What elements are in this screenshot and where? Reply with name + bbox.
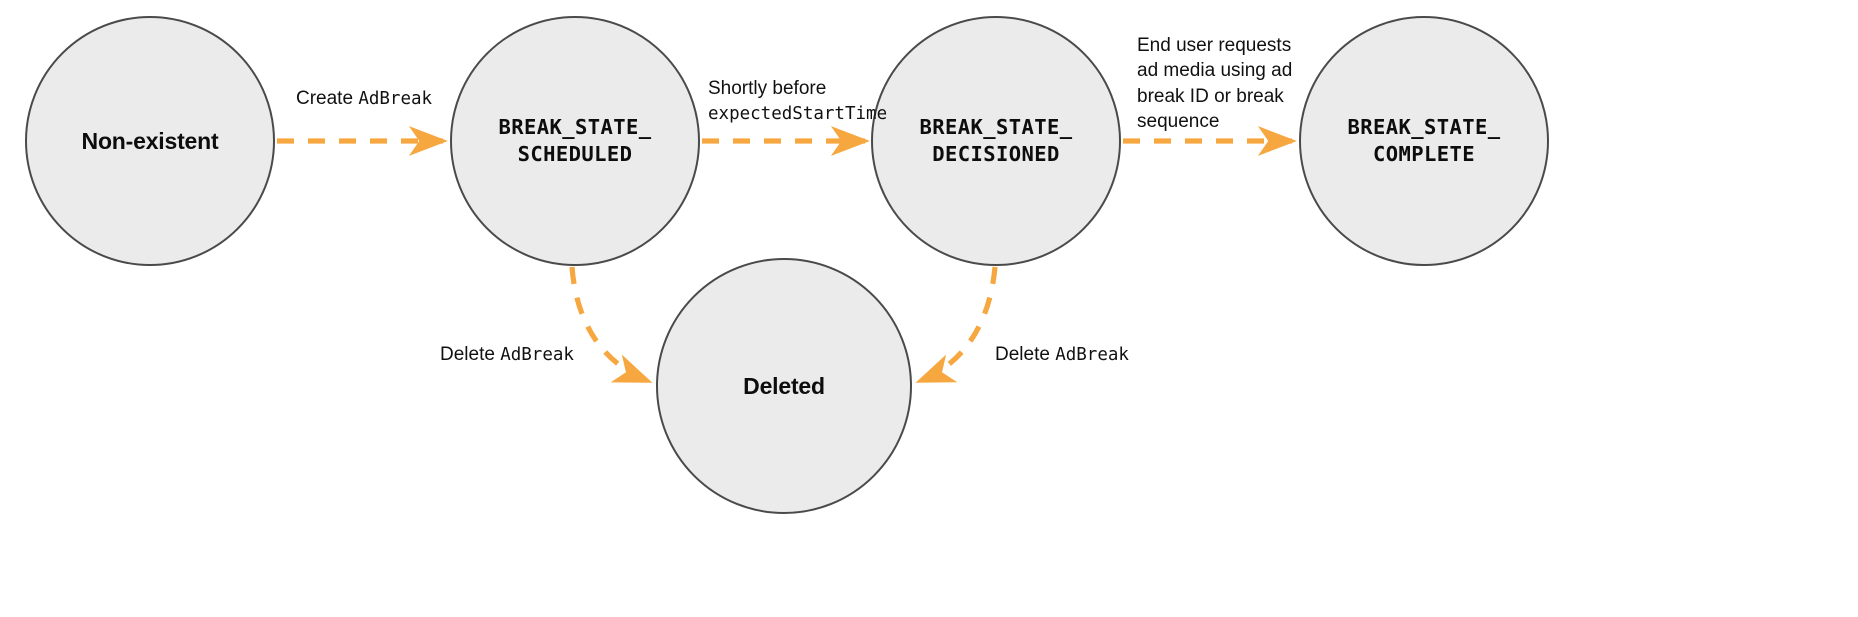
edge-delete-adbreak-from-scheduled [569,266,653,384]
node-break-state-scheduled[interactable]: BREAK_STATE_ SCHEDULED [450,16,700,266]
edge-label-delete-adbreak-from-scheduled: Delete AdBreak [440,344,574,365]
node-label: BREAK_STATE_ DECISIONED [919,114,1073,166]
node-label: BREAK_STATE_ SCHEDULED [498,114,652,166]
node-deleted[interactable]: Deleted [656,258,912,514]
edge-label-create-adbreak: Create AdBreak [296,88,433,109]
node-non-existent[interactable]: Non-existent [25,16,275,266]
node-break-state-decisioned[interactable]: BREAK_STATE_ DECISIONED [871,16,1121,266]
node-break-state-complete[interactable]: BREAK_STATE_ COMPLETE [1299,16,1549,266]
edge-label-delete-adbreak-from-decisioned: Delete AdBreak [995,344,1129,365]
node-label: Non-existent [81,127,219,154]
edge-delete-adbreak-from-decisioned [915,266,998,384]
node-label: BREAK_STATE_ COMPLETE [1347,114,1501,166]
node-label: Deleted [743,372,825,399]
